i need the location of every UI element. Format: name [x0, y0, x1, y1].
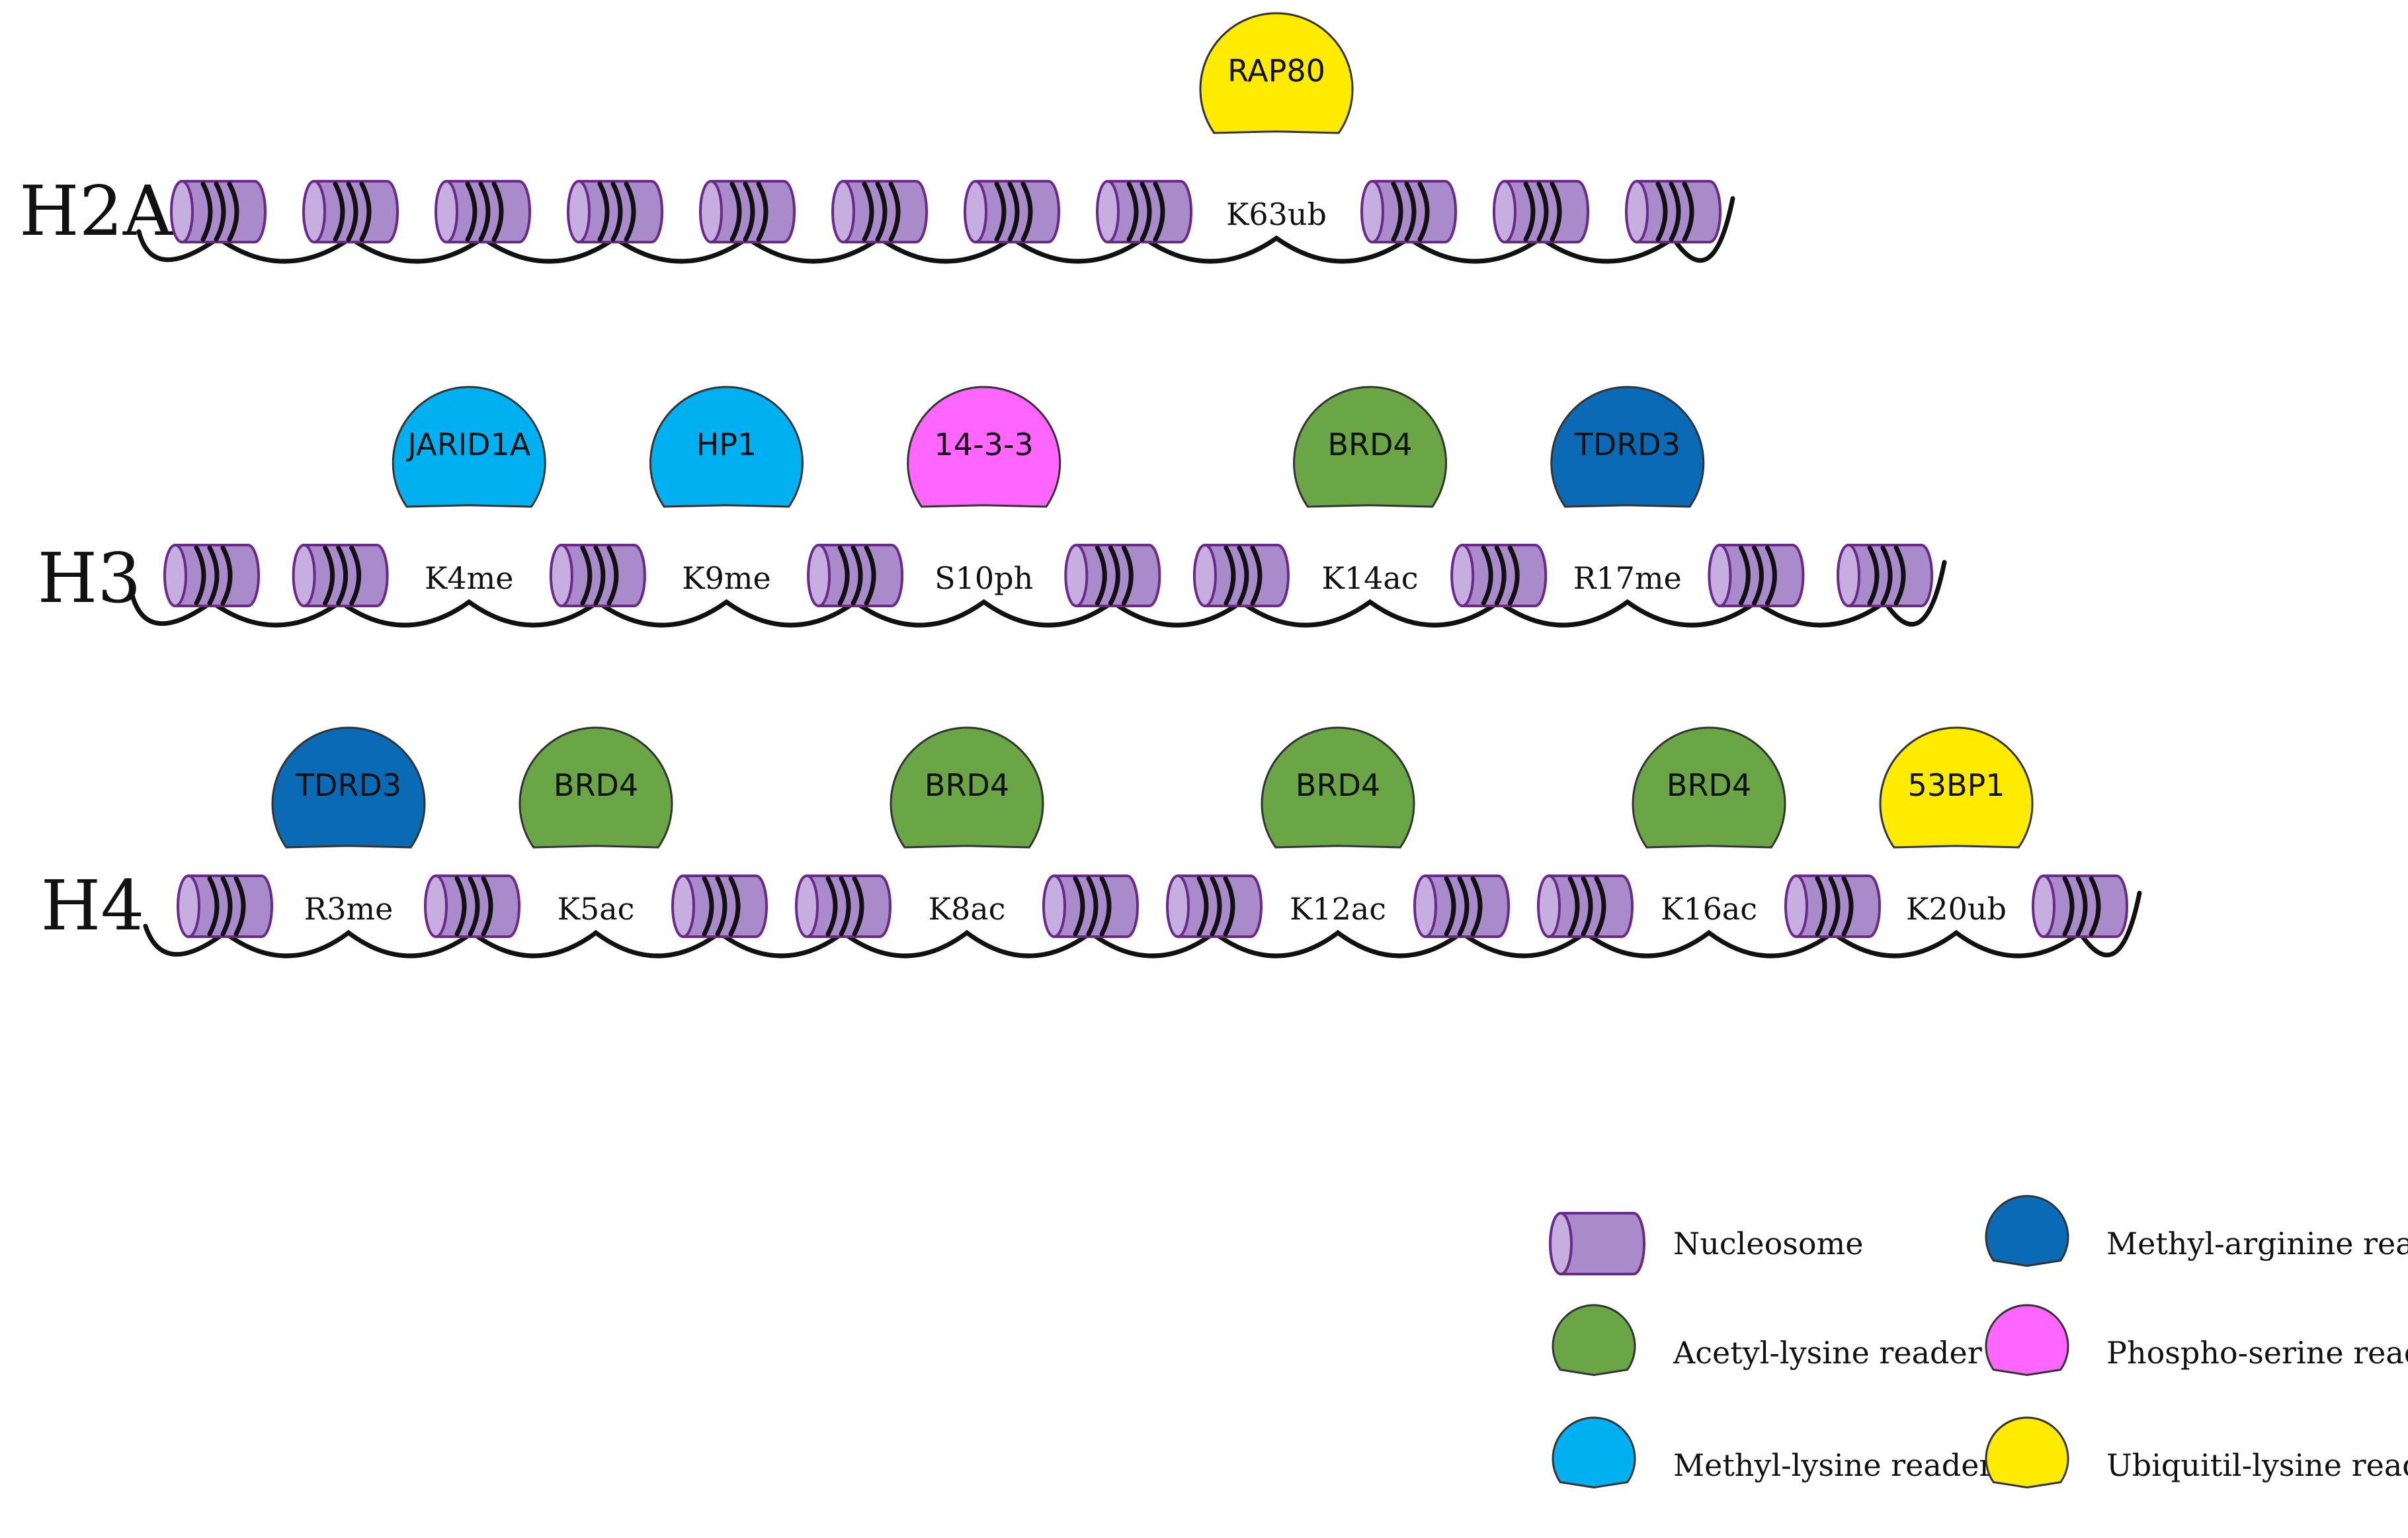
legend-label: Acetyl-lysine reader — [1673, 1335, 1982, 1371]
reader-brd4 — [519, 726, 673, 849]
legend-label: Methyl-arginine reader — [2106, 1226, 2408, 1261]
legend-label: Phospho-serine reader — [2106, 1335, 2408, 1371]
nucleosome — [1042, 875, 1139, 938]
legend-item-ubiquitin-lysine: Ubiquitil-lysine reader — [1985, 1416, 2408, 1489]
modification-label: K63ub — [1226, 196, 1327, 232]
modification-label: K14ac — [1321, 560, 1418, 596]
nucleosome — [807, 544, 904, 607]
methyl-arginine-reader-icon — [1985, 1195, 2069, 1267]
dna-strand — [136, 196, 1735, 264]
nucleosome — [302, 180, 399, 243]
nucleosome — [1450, 544, 1548, 607]
nucleosome — [2032, 875, 2128, 938]
reader-label: BRD4 — [1327, 427, 1412, 462]
reader-jarid1a — [392, 386, 546, 508]
reader-tdrd3 — [1550, 386, 1705, 508]
histone-label-h2a: H2A — [19, 171, 174, 251]
nucleosome — [1360, 180, 1457, 243]
reader-label: BRD4 — [1667, 767, 1751, 803]
reader-label: 53BP1 — [1907, 767, 2005, 803]
modification-label: R17me — [1573, 560, 1682, 596]
histone-label-h3: H3 — [38, 538, 142, 619]
legend-item-phospho-serine: Phospho-serine reader — [1985, 1304, 2408, 1377]
modification-label: K20ub — [1906, 891, 2007, 927]
modification-label: S10ph — [934, 560, 1033, 596]
nucleosome — [1096, 180, 1192, 243]
modification-label: K16ac — [1661, 891, 1757, 927]
reader-label: 14-3-3 — [934, 427, 1034, 462]
nucleosome — [435, 180, 531, 243]
modification-label: K4me — [425, 560, 513, 596]
nucleosome — [1166, 875, 1263, 938]
reader-rap80 — [1199, 12, 1354, 134]
nucleosome — [567, 180, 663, 243]
ubiquitin-lysine-reader-icon — [1985, 1416, 2069, 1489]
reader-brd4 — [1632, 726, 1786, 849]
legend-item-methyl-arginine: Methyl-arginine reader — [1985, 1195, 2408, 1267]
acetyl-lysine-reader-icon — [1552, 1304, 1636, 1377]
dna-strand — [130, 560, 1947, 628]
nucleosome — [1708, 544, 1805, 607]
legend-label: Methyl-lysine reader — [1673, 1447, 1993, 1483]
phospho-serine-reader-icon — [1985, 1304, 2069, 1377]
nucleosome — [549, 544, 646, 607]
reader-label: BRD4 — [554, 767, 638, 803]
reader-label: BRD4 — [925, 767, 1009, 803]
nucleosome — [170, 180, 267, 243]
nucleosome-icon — [1559, 1212, 1645, 1275]
dna-strand — [143, 890, 2142, 959]
nucleosome — [1192, 544, 1290, 607]
nucleosome — [1413, 875, 1510, 938]
legend-label: Ubiquitil-lysine reader — [2106, 1447, 2408, 1483]
reader-label: TDRD3 — [295, 767, 401, 803]
legend-item-methyl-lysine: Methyl-lysine reader — [1552, 1416, 1993, 1489]
nucleosome — [1784, 875, 1881, 938]
nucleosome — [964, 180, 1060, 243]
reader-14-3-3 — [907, 386, 1061, 508]
legend-item-acetyl-lysine: Acetyl-lysine reader — [1552, 1304, 1982, 1377]
modification-label: K5ac — [558, 891, 635, 927]
modification-label: K12ac — [1290, 891, 1386, 927]
reader-label: RAP80 — [1227, 53, 1325, 89]
reader-label: JARID1A — [405, 427, 530, 462]
reader-brd4 — [1261, 726, 1415, 849]
reader-tdrd3 — [271, 726, 426, 849]
nucleosome — [177, 875, 273, 938]
nucleosome — [1537, 875, 1634, 938]
legend-label: Nucleosome — [1673, 1226, 1863, 1261]
nucleosome — [292, 544, 389, 607]
nucleosome — [699, 180, 796, 243]
nucleosome — [1625, 180, 1722, 243]
reader-label: BRD4 — [1296, 767, 1380, 803]
reader-brd4 — [890, 726, 1044, 849]
nucleosome — [831, 180, 928, 243]
nucleosome — [1064, 544, 1161, 607]
nucleosome — [795, 875, 892, 938]
methyl-lysine-reader-icon — [1552, 1416, 1636, 1489]
legend-item-nucleosome: Nucleosome — [1549, 1212, 1863, 1275]
reader-label: HP1 — [696, 427, 757, 462]
nucleosome — [424, 875, 520, 938]
reader-53bp1 — [1879, 726, 2034, 849]
modification-label: R3me — [304, 891, 394, 927]
nucleosome — [1837, 544, 1933, 607]
histone-label-h4: H4 — [41, 865, 145, 946]
nucleosome — [1493, 180, 1589, 243]
nucleosome — [163, 544, 260, 607]
reader-brd4 — [1293, 386, 1448, 508]
modification-label: K9me — [682, 560, 770, 596]
modification-label: K8ac — [929, 891, 1006, 927]
reader-hp1 — [649, 386, 804, 508]
nucleosome — [671, 875, 768, 938]
reader-label: TDRD3 — [1574, 427, 1681, 462]
